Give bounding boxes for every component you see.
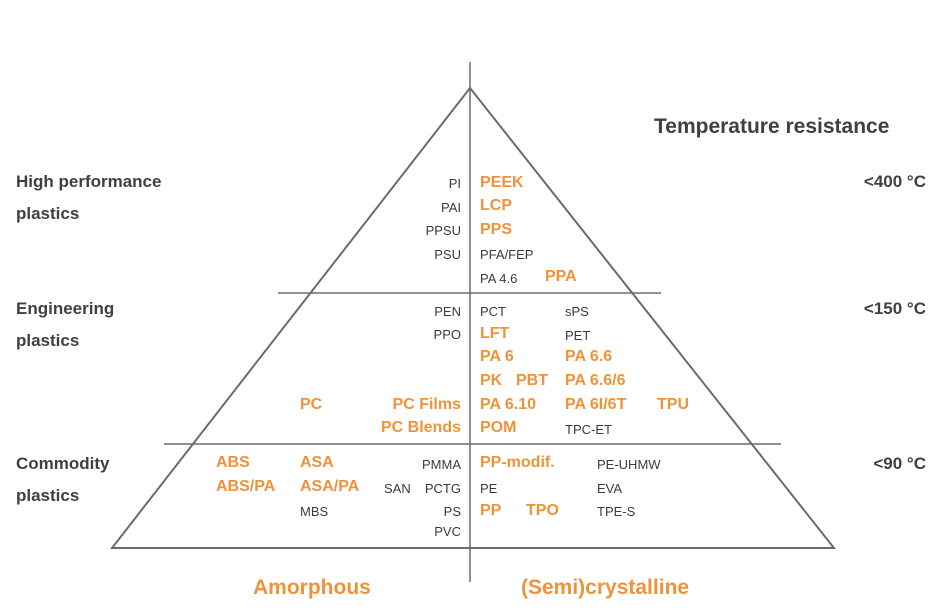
material-tpo: TPO: [526, 502, 559, 519]
category-commodity-line1: Commodity: [16, 454, 110, 473]
material-san: SAN: [384, 481, 411, 496]
material-pe: PE: [480, 481, 498, 496]
material-pbt: PBT: [516, 372, 548, 389]
material-pp-modif: PP-modif.: [480, 454, 555, 471]
material-abs-pa: ABS/PA: [216, 478, 276, 495]
category-commodity-line2: plastics: [16, 486, 80, 505]
material-tpu: TPU: [657, 396, 689, 413]
material-ppo: PPO: [433, 327, 461, 342]
category-engineering-line1: Engineering: [16, 299, 115, 318]
material-sps: sPS: [565, 304, 589, 319]
footer-semicrystalline: (Semi)crystalline: [521, 576, 690, 599]
material-pai: PAI: [441, 200, 461, 215]
material-ps: PS: [443, 504, 461, 519]
material-pe-uhmw: PE-UHMW: [597, 457, 661, 472]
category-high-performance-line2: plastics: [16, 204, 80, 223]
material-pa6: PA 6: [480, 348, 514, 365]
material-pa6i6t: PA 6I/6T: [565, 396, 627, 413]
material-pfa-fep: PFA/FEP: [480, 247, 534, 262]
material-pi: PI: [448, 176, 461, 191]
category-engineering-line2: plastics: [16, 331, 80, 350]
material-lft: LFT: [480, 325, 510, 342]
material-ppa: PPA: [545, 268, 577, 285]
material-abs: ABS: [216, 454, 250, 471]
material-pvc: PVC: [434, 524, 461, 539]
material-pmma: PMMA: [422, 457, 461, 472]
material-psu: PSU: [434, 247, 461, 262]
material-pc: PC: [300, 396, 323, 413]
material-pa46: PA 4.6: [480, 271, 518, 286]
material-pc-films: PC Films: [392, 396, 461, 413]
material-pet: PET: [565, 328, 591, 343]
footer-amorphous: Amorphous: [253, 576, 371, 599]
pyramid-outline: [109, 86, 837, 549]
material-asa-pa: ASA/PA: [300, 478, 360, 495]
material-pct: PCT: [480, 304, 506, 319]
material-ppsu: PPSU: [425, 223, 461, 238]
material-lcp: LCP: [480, 197, 512, 214]
material-pps: PPS: [480, 221, 513, 238]
material-pa666: PA 6.6/6: [565, 372, 626, 389]
material-pk: PK: [480, 372, 503, 389]
material-pc-blends: PC Blends: [380, 419, 461, 436]
material-pa66: PA 6.6: [565, 348, 613, 365]
temp-commodity: <90 °C: [873, 454, 926, 473]
material-pen: PEN: [434, 304, 461, 319]
material-eva: EVA: [597, 481, 623, 496]
material-tpe-s: TPE-S: [597, 504, 636, 519]
temp-high-performance: <400 °C: [863, 172, 926, 191]
material-pom: POM: [480, 419, 517, 436]
material-asa: ASA: [300, 454, 334, 471]
temp-engineering: <150 °C: [863, 299, 926, 318]
material-pctg: PCTG: [424, 481, 461, 496]
material-mbs: MBS: [300, 504, 329, 519]
temperature-resistance-heading: Temperature resistance: [654, 115, 890, 138]
material-pp: PP: [480, 502, 502, 519]
category-high-performance-line1: High performance: [16, 172, 162, 191]
material-peek: PEEK: [480, 174, 524, 191]
material-pa610: PA 6.10: [480, 396, 537, 413]
material-tpc-et: TPC-ET: [565, 422, 612, 437]
